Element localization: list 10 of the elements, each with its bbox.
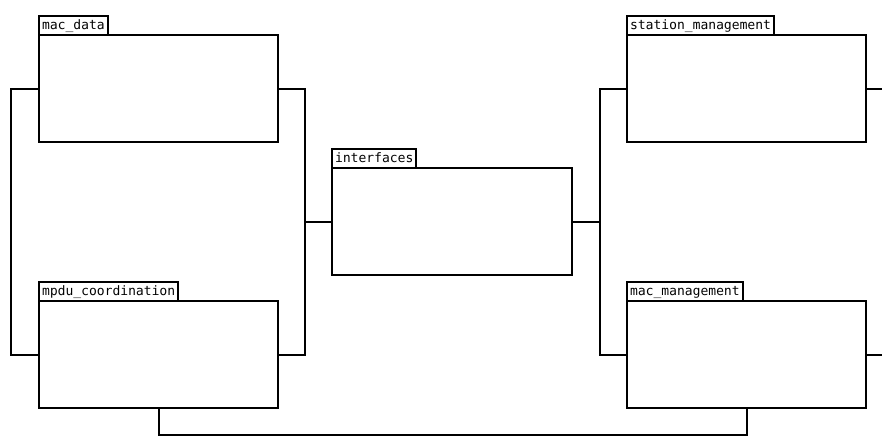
connector-line	[158, 409, 748, 436]
package-name: interfaces	[331, 148, 418, 168]
package-name: mac_data	[38, 15, 109, 35]
connector-line	[279, 221, 331, 356]
connector-line	[867, 88, 882, 90]
package-name: mpdu_coordination	[38, 281, 180, 301]
package-name: station_management	[626, 15, 775, 35]
package-name: mac_management	[626, 281, 744, 301]
connector-line	[10, 88, 38, 356]
connector-line	[867, 354, 882, 356]
